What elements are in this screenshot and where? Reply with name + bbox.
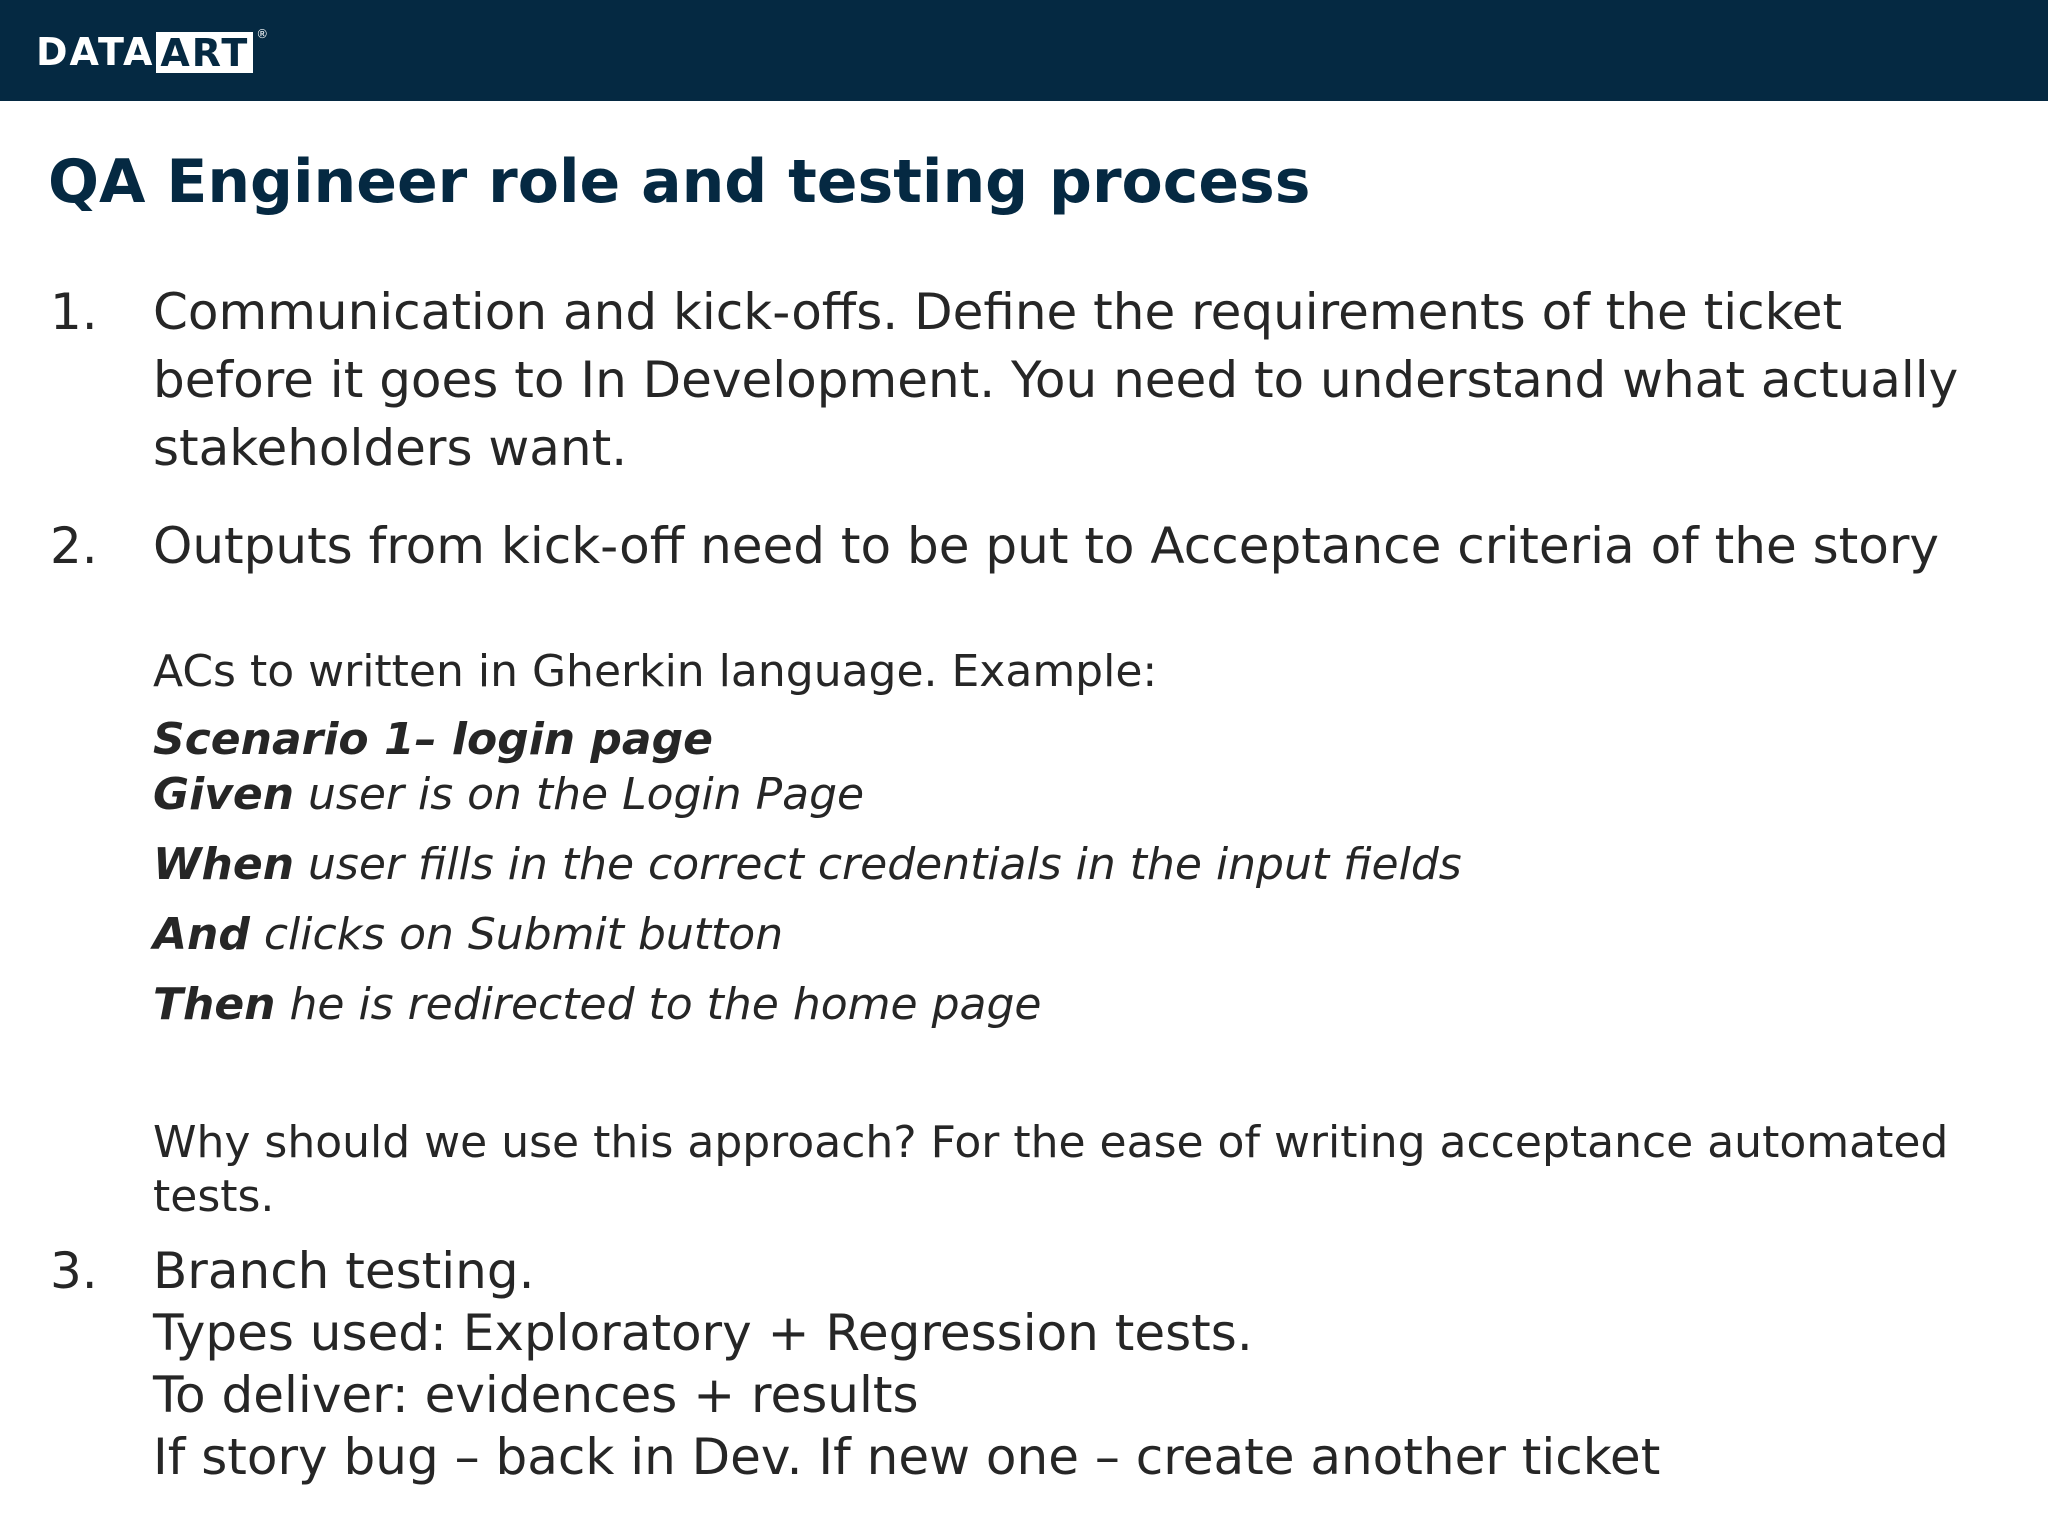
logo-text-data: DATA <box>36 30 155 74</box>
list-number-3: 3. <box>50 1242 98 1300</box>
gherkin-keyword-then: Then <box>153 979 276 1030</box>
gherkin-keyword-given: Given <box>153 769 295 820</box>
list-item-3: Branch testing. Types used: Exploratory … <box>153 1240 1660 1488</box>
branch-line-2: Types used: Exploratory + Regression tes… <box>153 1304 1253 1362</box>
gherkin-keyword-when: When <box>153 839 295 890</box>
gherkin-step-when-text: user fills in the correct credentials in… <box>294 839 1462 890</box>
header-bar: DATA ART ® <box>0 0 2048 101</box>
gherkin-scenario: Scenario 1– login page <box>153 714 713 765</box>
slide-title: QA Engineer role and testing process <box>48 147 1311 217</box>
gherkin-keyword-and: And <box>153 909 250 960</box>
approach-rationale: Why should we use this approach? For the… <box>153 1117 1949 1222</box>
logo-registered-mark: ® <box>256 27 269 41</box>
gherkin-intro: ACs to written in Gherkin language. Exam… <box>153 646 1158 697</box>
gherkin-step-and: And clicks on Submit button <box>153 900 783 970</box>
branch-line-3: To deliver: evidences + results <box>153 1366 919 1424</box>
branch-line-4: If story bug – back in Dev. If new one –… <box>153 1428 1661 1486</box>
gherkin-step-and-text: clicks on Submit button <box>249 909 784 960</box>
gherkin-step-then-text: he is redirected to the home page <box>275 979 1042 1030</box>
list-number-2: 2. <box>50 517 98 575</box>
gherkin-step-when: When user fills in the correct credentia… <box>153 830 1462 900</box>
gherkin-step-then: Then he is redirected to the home page <box>153 970 1041 1040</box>
list-item-2-text: Outputs from kick-off need to be put to … <box>153 517 1940 575</box>
dataart-logo: DATA ART ® <box>36 27 269 74</box>
gherkin-step-given: Given user is on the Login Page <box>153 760 864 830</box>
logo-text-art: ART <box>156 31 254 73</box>
list-item-1-text: Communication and kick-offs. Define the … <box>153 283 1959 477</box>
gherkin-step-given-text: user is on the Login Page <box>294 769 865 820</box>
branch-line-1: Branch testing. <box>153 1242 535 1300</box>
list-number-1: 1. <box>50 283 98 341</box>
